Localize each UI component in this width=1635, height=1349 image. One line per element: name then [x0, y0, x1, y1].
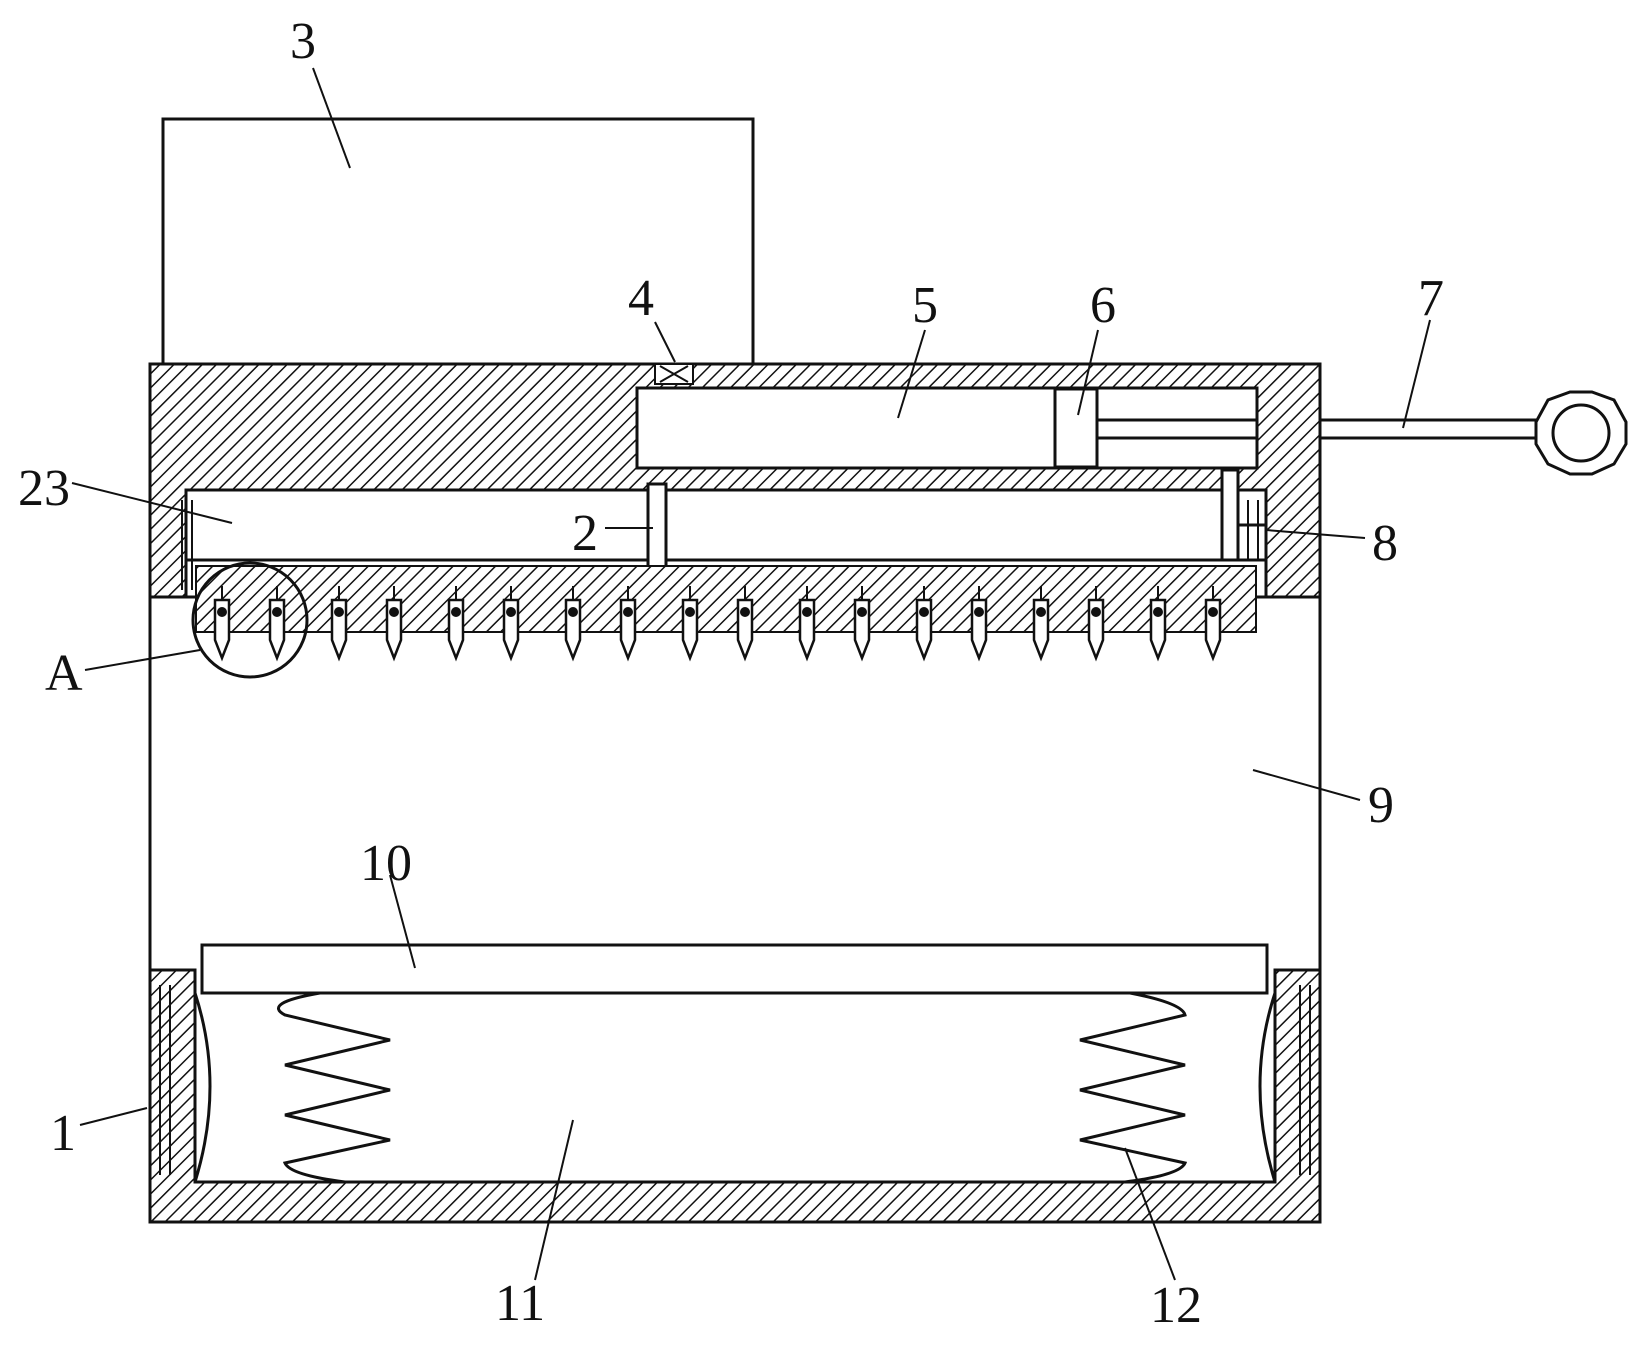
part-8-post — [1220, 468, 1266, 562]
label-6: 6 — [1090, 277, 1116, 334]
nozzle — [447, 586, 465, 662]
part-10-plate — [200, 943, 1269, 995]
part-5-cylinder — [1053, 387, 1257, 469]
nozzle — [915, 586, 933, 662]
label-8: 8 — [1372, 515, 1398, 572]
label-A: A — [45, 645, 83, 702]
nozzle — [268, 586, 286, 662]
nozzle — [970, 586, 988, 662]
detail-circle-a — [191, 561, 309, 679]
label-7: 7 — [1418, 270, 1444, 327]
nozzle — [681, 586, 699, 662]
label-1: 1 — [50, 1105, 76, 1162]
nozzle — [798, 586, 816, 662]
part-2-post — [646, 482, 668, 580]
nozzle — [1149, 586, 1167, 662]
nozzle — [853, 586, 871, 662]
nozzle — [385, 586, 403, 662]
part-7-rod — [1320, 390, 1628, 476]
part-12-spring-right — [1079, 991, 1188, 1184]
nozzle-row — [213, 586, 1222, 662]
label-12: 12 — [1150, 1277, 1202, 1334]
nozzle — [1032, 586, 1050, 662]
nozzle — [736, 586, 754, 662]
nozzle — [330, 586, 348, 662]
part-4-valve — [654, 363, 694, 385]
label-11: 11 — [495, 1275, 545, 1332]
label-5: 5 — [912, 277, 938, 334]
nozzle — [1087, 586, 1105, 662]
label-10: 10 — [360, 835, 412, 892]
label-4: 4 — [628, 270, 654, 327]
part-3-box — [161, 117, 755, 366]
part-12-spring-left — [277, 991, 391, 1184]
part-1-tray — [148, 968, 1322, 1224]
part-23-component — [181, 500, 1266, 590]
nozzle — [213, 586, 231, 662]
nozzle — [502, 586, 520, 662]
nozzle — [619, 586, 637, 662]
label-23: 23 — [18, 460, 70, 517]
label-2: 2 — [572, 505, 598, 562]
nozzle — [564, 586, 582, 662]
leader-lines — [71, 67, 1431, 1281]
main-chamber — [148, 597, 1322, 1222]
top-housing — [148, 362, 1322, 599]
label-9: 9 — [1368, 777, 1394, 834]
nozzle — [1204, 586, 1222, 662]
part-11-cavity — [193, 992, 1277, 1183]
label-3: 3 — [290, 13, 316, 70]
